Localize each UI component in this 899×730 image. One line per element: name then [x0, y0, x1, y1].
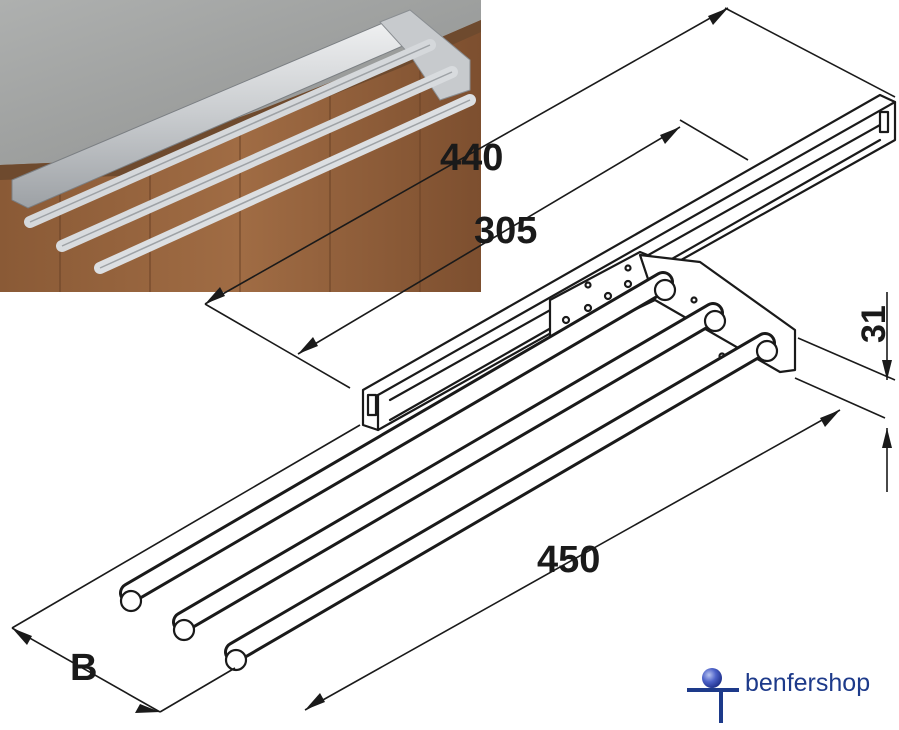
rod-1 [119, 271, 677, 613]
dim-31-label: 31 [855, 305, 893, 343]
dim-305-label: 305 [474, 210, 537, 252]
brand-logo: benfershop [687, 668, 870, 723]
dim-b-label: B [70, 647, 97, 689]
dim-440-label: 440 [440, 137, 503, 179]
rod-3 [224, 332, 779, 672]
dimension-lines [11, 7, 896, 713]
product-photo [0, 0, 481, 292]
rod-2 [172, 302, 727, 642]
logo-mark [687, 668, 739, 723]
dim-450-label: 450 [537, 539, 600, 581]
dimension-arrows [12, 8, 892, 713]
towel-rods [119, 271, 779, 672]
brand-name: benfershop [745, 669, 870, 697]
towel-rail-drawing [119, 93, 897, 672]
